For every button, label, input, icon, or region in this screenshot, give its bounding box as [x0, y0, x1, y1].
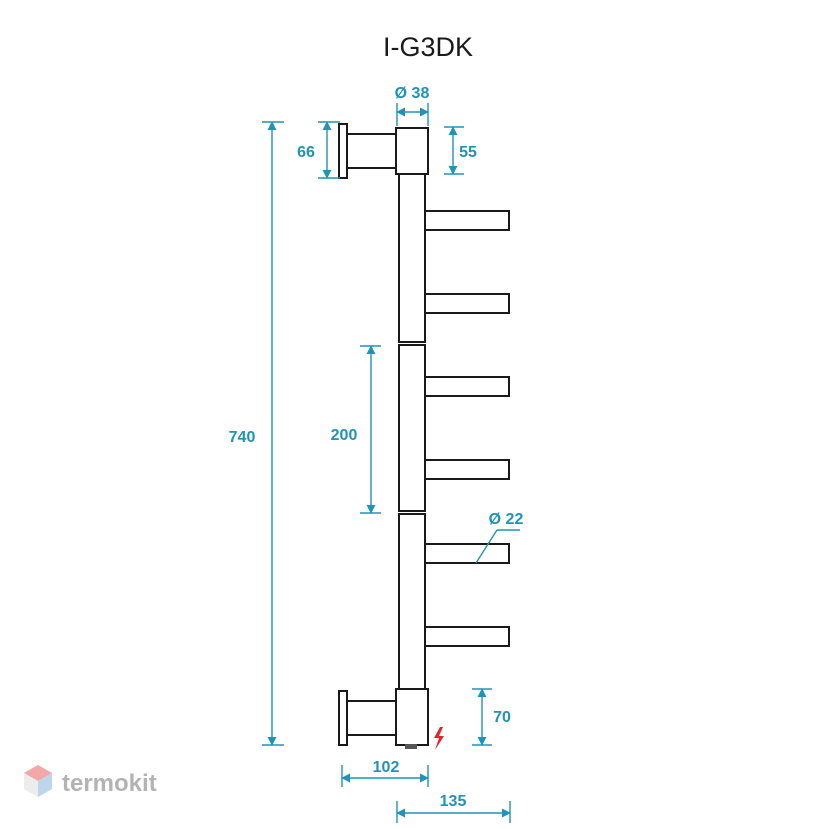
cube-logo-icon [24, 765, 52, 797]
dim-total-depth: 135 [396, 793, 511, 823]
top-wall-flange [338, 123, 348, 179]
brand-watermark: termokit [24, 765, 157, 797]
lightning-icon [434, 727, 444, 750]
page-title: I-G3DK [383, 32, 473, 62]
label-bar-diameter: Ø 22 [489, 511, 524, 528]
horizontal-bar-6 [424, 626, 510, 647]
label-wall-depth: 102 [373, 759, 400, 776]
bottom-cap [395, 688, 429, 746]
horizontal-bar-5 [424, 543, 510, 564]
label-total-height: 740 [229, 429, 256, 446]
dim-top-mount-height: 66 [297, 121, 340, 179]
top-mount-arm [346, 133, 400, 169]
horizontal-bar-1 [424, 210, 510, 231]
dim-bottom-cap-height: 70 [472, 688, 511, 746]
cable-outlet [405, 744, 417, 749]
label-bottom-cap-height: 70 [493, 709, 511, 726]
brand-name: termokit [62, 770, 157, 797]
dim-section-spacing: 200 [331, 345, 381, 514]
label-top-cap-height: 55 [459, 144, 477, 161]
label-total-depth: 135 [440, 793, 467, 810]
label-pipe-diameter: Ø 38 [395, 85, 430, 102]
horizontal-bar-2 [424, 293, 510, 314]
pipe-section-middle [398, 344, 426, 512]
horizontal-bar-4 [424, 459, 510, 480]
dim-total-height: 740 [229, 121, 284, 746]
label-section-spacing: 200 [331, 427, 358, 444]
top-cap [395, 127, 429, 175]
label-top-mount-height: 66 [297, 144, 315, 161]
dim-pipe-diameter: Ø 38 [395, 85, 430, 126]
pipe-section-top [398, 173, 426, 343]
bottom-wall-flange [338, 690, 348, 746]
dim-top-cap-height: 55 [444, 126, 477, 175]
dim-wall-depth: 102 [341, 759, 429, 787]
dim-bar-diameter: Ø 22 [475, 511, 524, 564]
bottom-mount-arm [346, 700, 400, 736]
horizontal-bar-3 [424, 376, 510, 397]
pipe-section-bottom [398, 513, 426, 691]
towel-rail-drawing [338, 123, 510, 749]
